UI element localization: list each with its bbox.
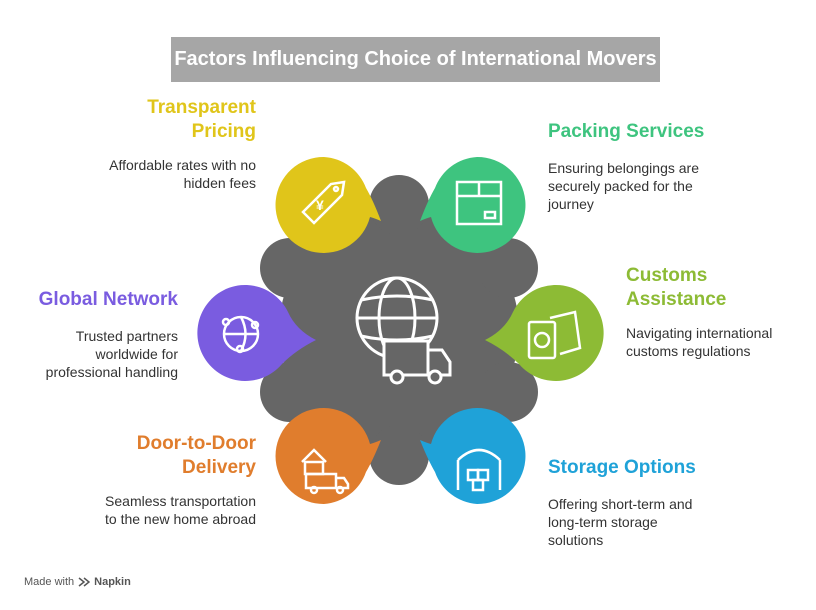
price-tag-icon: ¥ <box>301 180 346 225</box>
transparent-pricing-node: ¥ <box>275 156 381 253</box>
global-network-node <box>197 284 316 381</box>
storage-options-desc: Offering short-term and long-term storag… <box>548 496 693 548</box>
customs-assistance-node <box>485 284 604 381</box>
door-to-door-desc: Seamless transportation to the new home … <box>105 493 256 527</box>
customs-assistance-desc: Navigating international customs regulat… <box>626 325 773 359</box>
storage-options-node <box>420 408 526 505</box>
napkin-logo-icon <box>78 577 91 587</box>
diagram-title: Factors Influencing Choice of Internatio… <box>174 48 657 70</box>
door-to-door-node <box>275 408 381 505</box>
svg-text:¥: ¥ <box>316 197 324 213</box>
door-to-door-title: Door-to-Door Delivery <box>136 433 256 478</box>
passport-icon <box>527 310 582 360</box>
house-truck-icon <box>301 448 350 495</box>
footer-brand[interactable]: Napkin <box>94 576 131 588</box>
customs-assistance-title: Customs Assistance <box>626 265 727 310</box>
network-globe-icon <box>221 315 260 354</box>
storage-options-title: Storage Options <box>548 457 696 478</box>
box-icon <box>455 180 503 226</box>
truck-icon <box>382 339 452 385</box>
packing-services-node <box>420 156 526 253</box>
global-network-title: Global Network <box>38 289 178 310</box>
footer: Made with Napkin <box>24 576 131 588</box>
packing-services-title: Packing Services <box>548 121 705 142</box>
transparent-pricing-desc: Affordable rates with no hidden fees <box>109 157 256 191</box>
warehouse-icon <box>456 448 502 492</box>
center-gear <box>260 175 538 485</box>
packing-services-desc: Ensuring belongings are securely packed … <box>548 160 699 212</box>
transparent-pricing-title: Transparent Pricing <box>147 97 256 142</box>
global-network-desc: Trusted partners worldwide for professio… <box>45 328 178 380</box>
title-banner: Factors Influencing Choice of Internatio… <box>171 37 660 82</box>
footer-made-with: Made with <box>24 576 75 588</box>
